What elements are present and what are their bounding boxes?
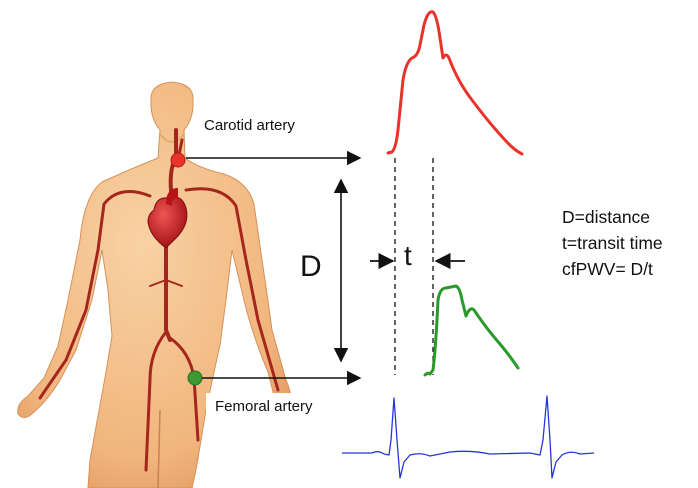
carotid-marker [171, 153, 185, 167]
femoral-marker [188, 371, 202, 385]
transit-time-symbol: t [404, 240, 412, 272]
femoral-pulse-wave [425, 286, 518, 375]
legend-line-transit-time: t=transit time [562, 230, 663, 256]
legend-line-cfpwv: cfPWV= D/t [562, 256, 663, 282]
ecg-trace [342, 396, 594, 478]
carotid-pulse-wave [388, 12, 522, 154]
carotid-artery-label: Carotid artery [204, 117, 295, 134]
legend-line-distance: D=distance [562, 204, 663, 230]
femoral-artery-label: Femoral artery [206, 393, 319, 429]
formula-legend: D=distance t=transit time cfPWV= D/t [562, 204, 663, 282]
distance-symbol: D [300, 250, 322, 284]
